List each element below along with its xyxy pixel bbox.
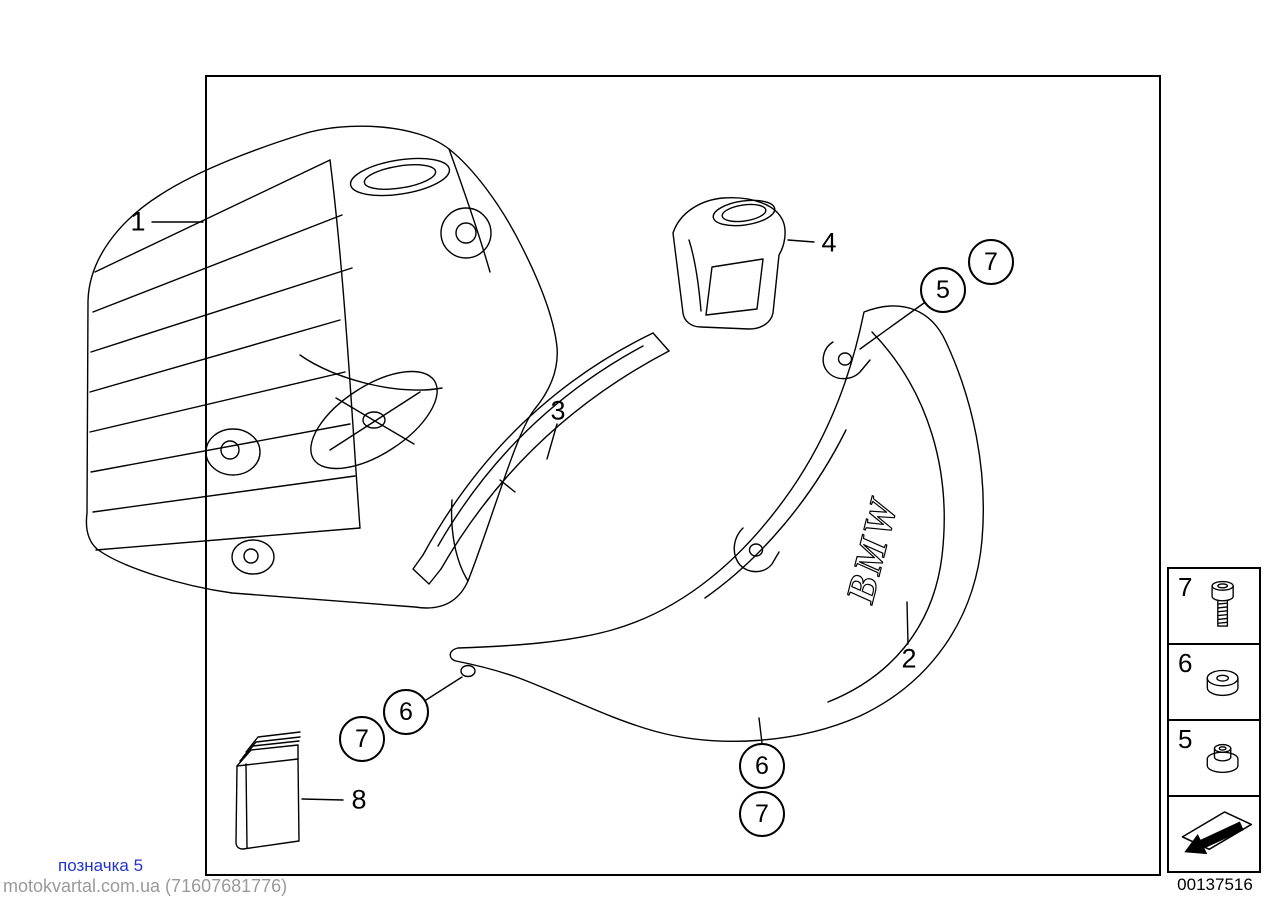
- callout-circle-7-top: 7: [968, 239, 1014, 285]
- callout-label-1: 1: [130, 206, 146, 237]
- callout-circle-6-left: 6: [383, 689, 429, 735]
- bmw-logo-text: BMW: [837, 493, 907, 608]
- legend-box-nut: 5: [1167, 719, 1261, 797]
- legend-num-7: 7: [1178, 572, 1193, 602]
- small-cover-drawing: [672, 197, 786, 330]
- washer-icon: [1206, 669, 1239, 697]
- callout-label-8: 8: [351, 784, 367, 815]
- cylinder-head-cover-drawing: [85, 125, 558, 609]
- callout-label-3: 3: [550, 395, 566, 426]
- leader-lines: [151, 221, 925, 801]
- screw-icon: [1211, 580, 1234, 627]
- legend-box-screw: 7: [1167, 567, 1261, 645]
- callout-label-4: 4: [821, 227, 837, 258]
- direction-arrow-icon: [1181, 811, 1253, 855]
- valve-cover-guard-drawing: BMW: [449, 305, 985, 742]
- legend-box-direction: [1167, 795, 1261, 873]
- callout-circle-7-bottom: 7: [739, 791, 785, 837]
- fastener-legend: 7 6 5: [1167, 567, 1261, 873]
- document-number: 00137516: [1177, 875, 1253, 894]
- callout-circle-5: 5: [920, 267, 966, 313]
- callout-label-2: 2: [901, 643, 917, 674]
- nut-icon: [1206, 743, 1239, 773]
- legend-num-6: 6: [1178, 648, 1193, 678]
- trim-strip-drawing: [412, 332, 670, 585]
- site-credit: motokvartal.com.ua (71607681776): [3, 876, 288, 896]
- legend-box-washer: 6: [1167, 643, 1261, 721]
- callout-circle-7-left: 7: [339, 716, 385, 762]
- callout-circle-6-bottom: 6: [739, 743, 785, 789]
- legend-num-5: 5: [1178, 724, 1193, 754]
- instruction-booklet-drawing: [235, 731, 301, 850]
- annotation-link[interactable]: позначка 5: [58, 856, 144, 875]
